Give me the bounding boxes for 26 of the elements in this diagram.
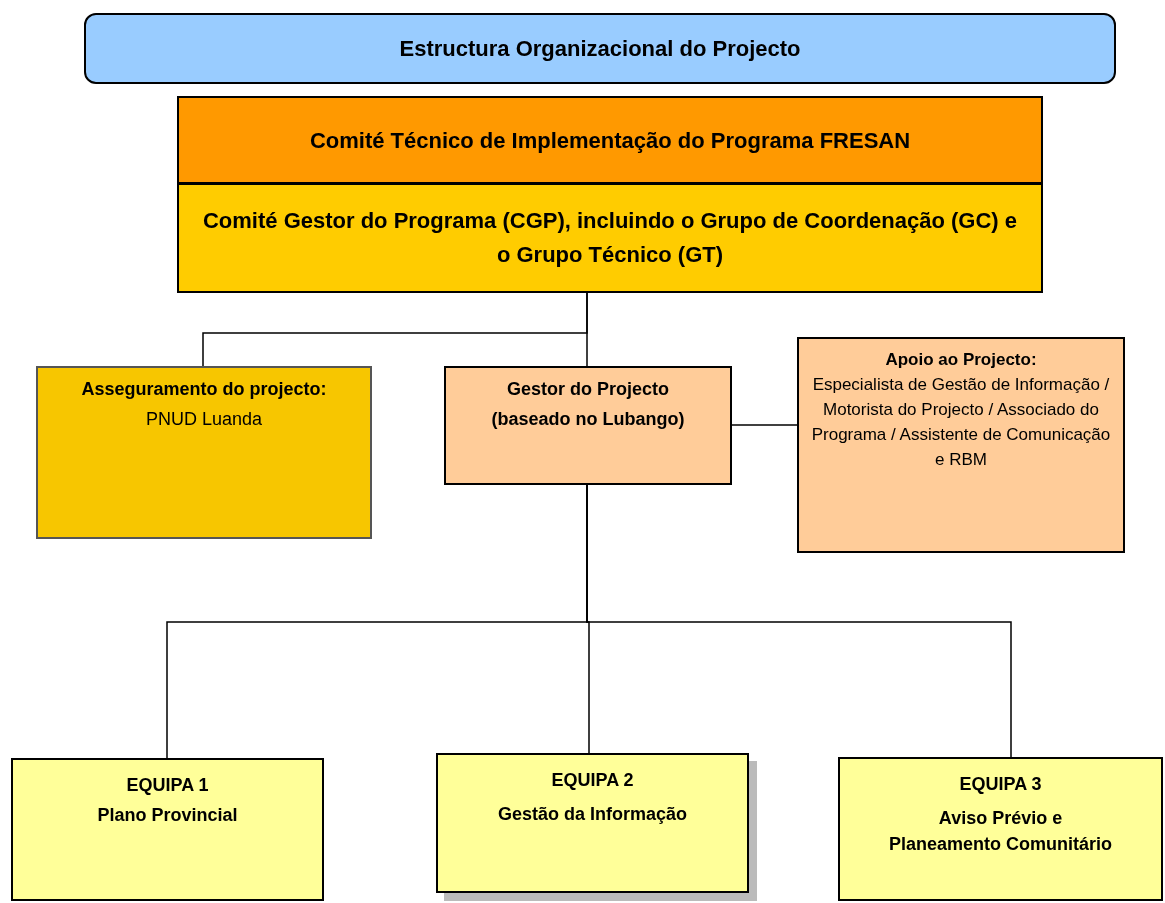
box-text: (baseado no Lubango) bbox=[491, 408, 685, 431]
manager-box bbox=[444, 366, 732, 485]
box-heading: Estructura Organizacional do Projecto bbox=[399, 35, 801, 63]
box-text: Plano Provincial bbox=[97, 804, 238, 827]
support-box bbox=[797, 337, 1125, 553]
box-text: Aviso Prévio e Planeamento Comunitário bbox=[888, 807, 1113, 856]
box-heading: EQUIPA 3 bbox=[959, 773, 1042, 796]
box-heading: Gestor do Projecto bbox=[507, 378, 669, 401]
title-box bbox=[84, 13, 1116, 84]
connector-line bbox=[586, 292, 588, 367]
connector-line bbox=[731, 424, 798, 426]
team-box bbox=[11, 758, 324, 901]
box-heading: Asseguramento do projecto: bbox=[81, 378, 327, 401]
committee-box bbox=[177, 183, 1043, 293]
team-box bbox=[838, 757, 1163, 901]
box-text: Gestão da Informação bbox=[497, 803, 688, 826]
box-heading: Comité Técnico de Implementação do Programa FRESAN bbox=[309, 126, 911, 155]
box-heading: Comité Gestor do Programa (CGP), incluindo o Grupo de Coordenação (GC) e o Grupo Técnico (GT) bbox=[201, 207, 1019, 269]
assurance-box bbox=[36, 366, 372, 539]
box-heading: EQUIPA 1 bbox=[126, 774, 209, 797]
committee-box bbox=[177, 96, 1043, 184]
box-text: PNUD Luanda bbox=[145, 408, 263, 431]
connector-line bbox=[586, 484, 1012, 758]
box-heading: Apoio ao Projecto: bbox=[885, 349, 1037, 371]
box-heading: EQUIPA 2 bbox=[551, 769, 634, 792]
box-text: Especialista de Gestão de Informação / Motorista do Projecto / Associado do Programa / Assistente de Comunicação e RBM bbox=[811, 374, 1111, 471]
